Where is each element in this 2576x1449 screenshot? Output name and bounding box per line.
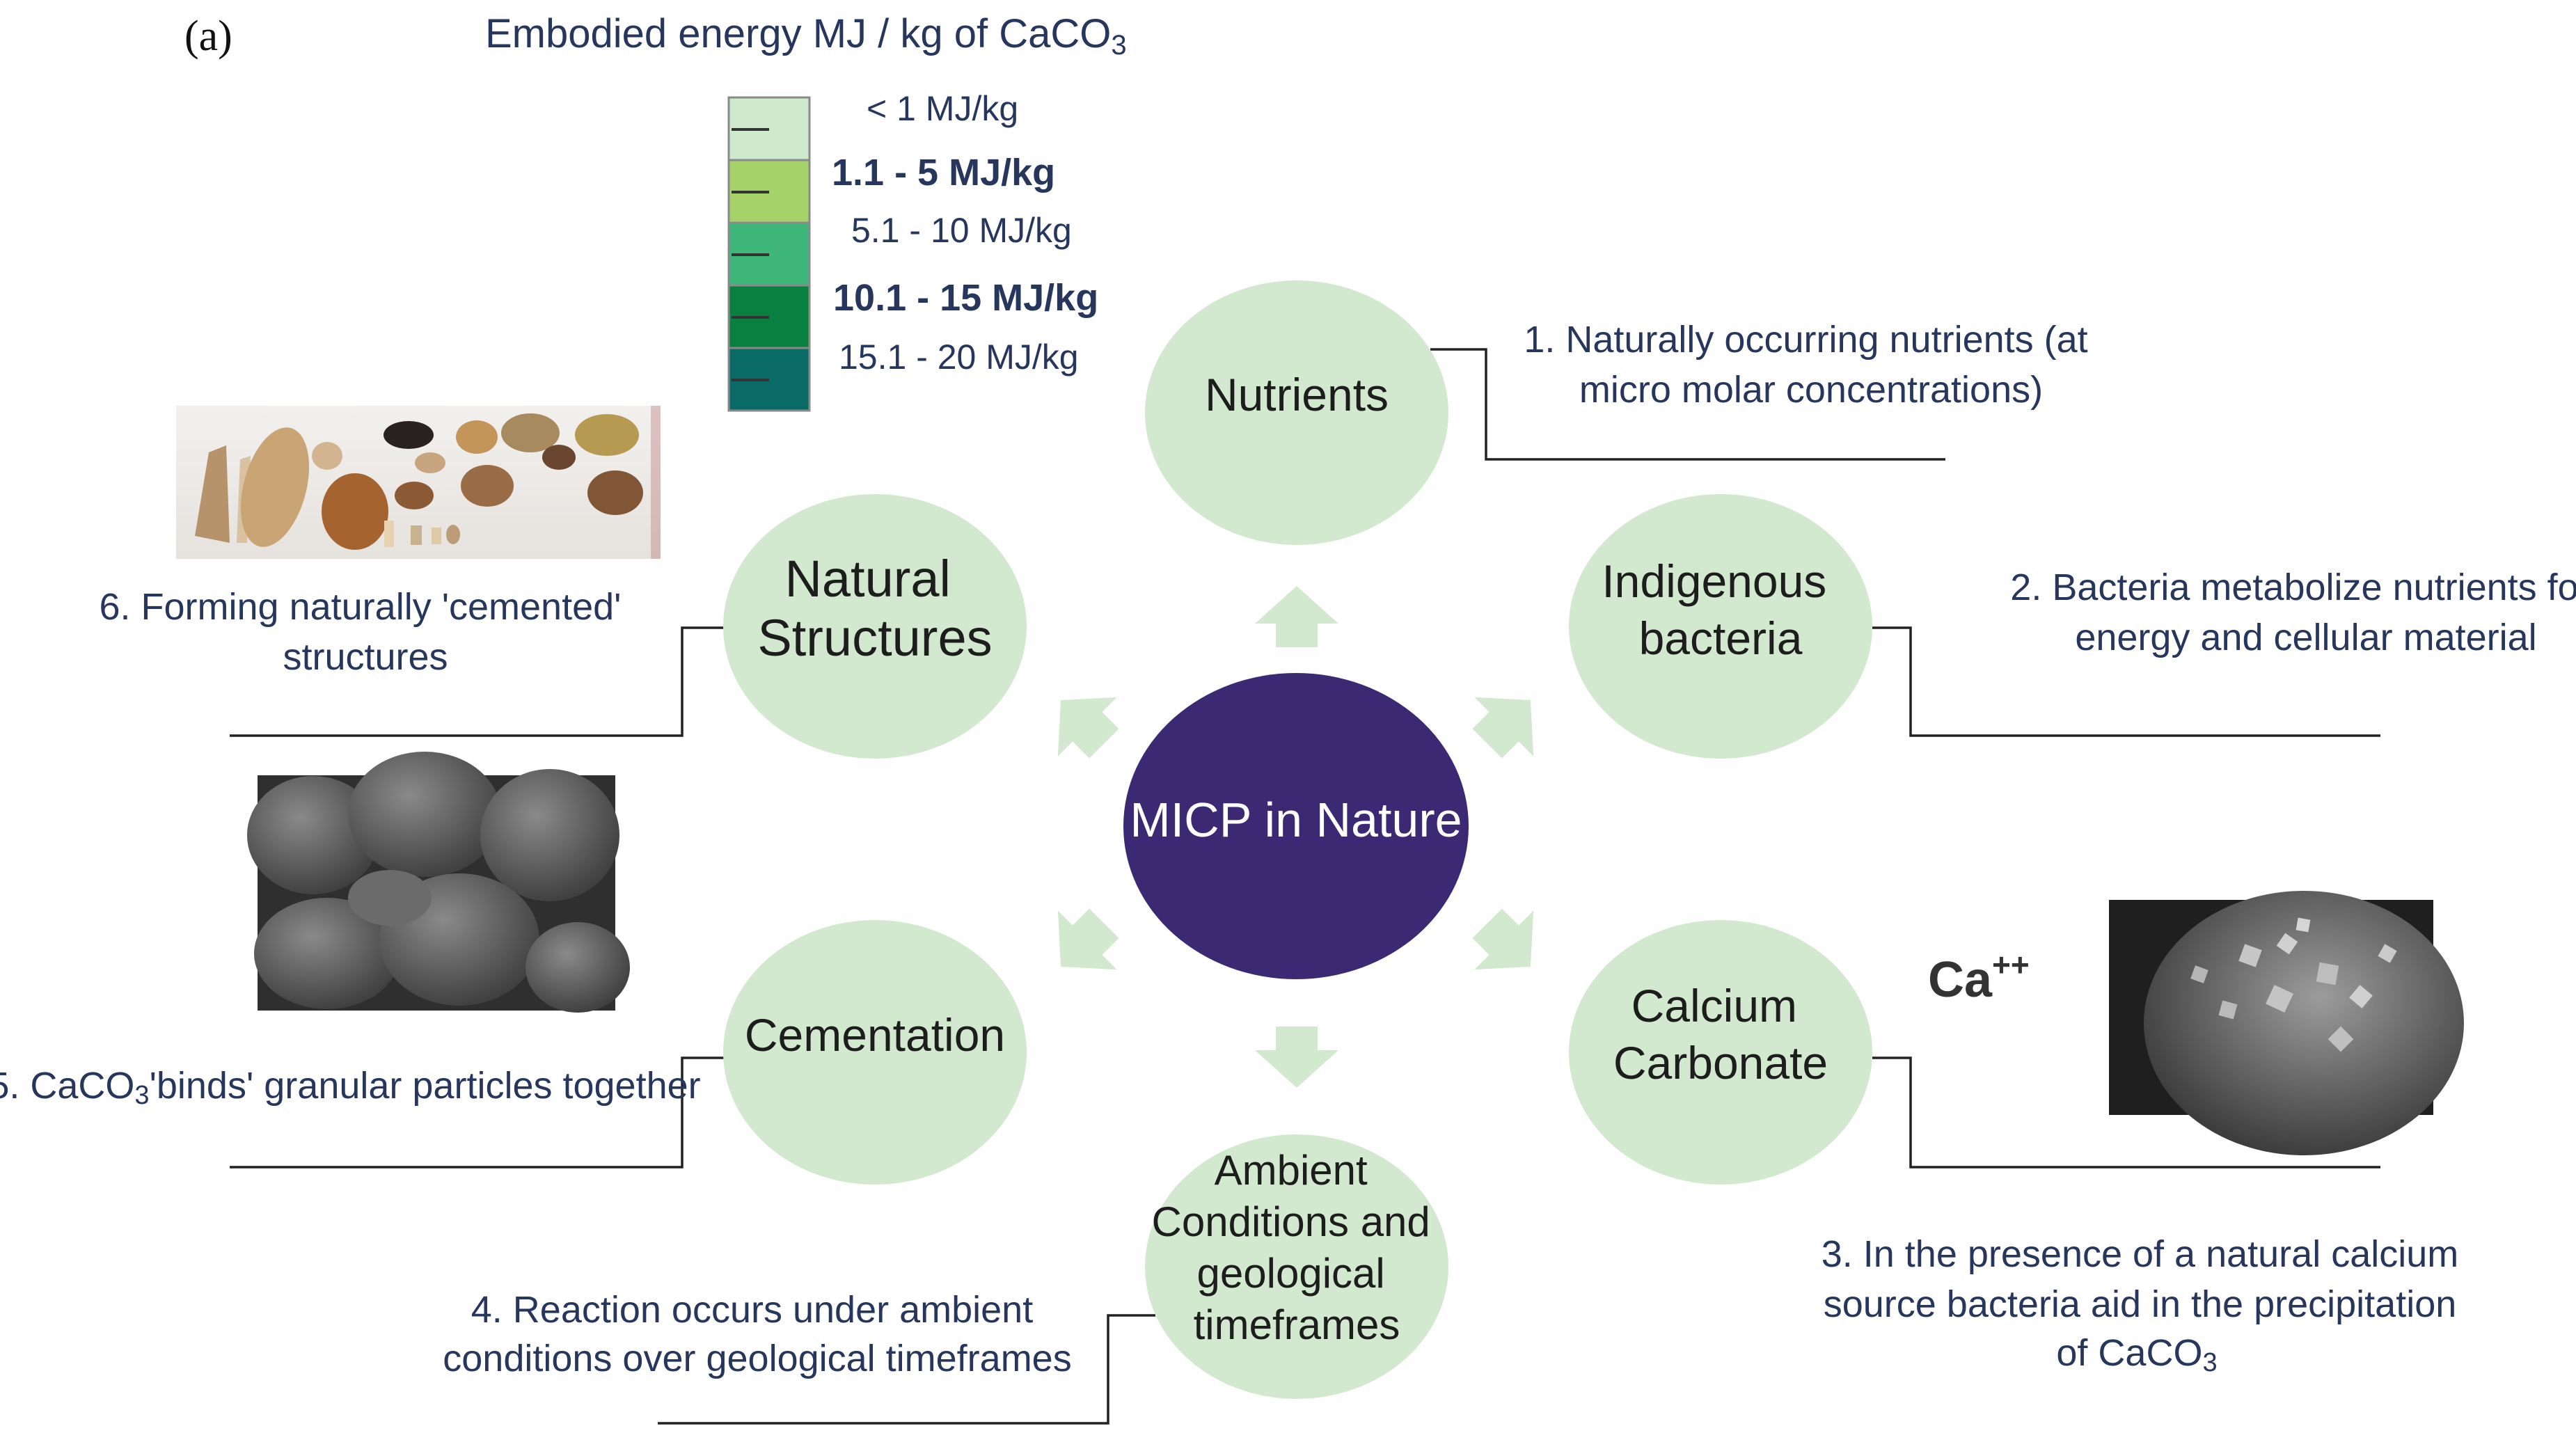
- legend-title: Embodied energy MJ / kg of CaCO3: [485, 11, 1127, 61]
- node-ambient-conditions: Ambient Conditions and geological timefr…: [1145, 1134, 1448, 1399]
- legend-label: 1.1 - 5 MJ/kg: [832, 152, 1055, 193]
- cementation-sem-photo: [247, 752, 630, 1013]
- node-label: Indigenous bacteria: [1602, 555, 1839, 664]
- legend-item: 15.1 - 20 MJ/kg: [727, 338, 1079, 412]
- legend-item: 5.1 - 10 MJ/kg: [727, 211, 1072, 287]
- node-natural-structures: Natural Structures: [723, 494, 1027, 759]
- node-label: Natural Structures: [757, 550, 992, 667]
- connector-ambient: [658, 1314, 1155, 1425]
- node-indigenous-bacteria: Indigenous bacteria: [1569, 494, 1872, 759]
- center-node: MICP in Nature: [1123, 673, 1469, 979]
- calcium-ion-label: Ca++: [1928, 947, 2030, 1008]
- node-ellipse: [1569, 920, 1872, 1185]
- arrow-up-right-icon: [1472, 697, 1534, 759]
- panel-label: (a): [184, 13, 232, 60]
- node-label: Ambient Conditions and geological timefr…: [1152, 1147, 1442, 1348]
- node-label: Calcium Carbonate: [1613, 980, 1828, 1088]
- arrow-down-right-icon: [1472, 908, 1534, 970]
- arrows: [1057, 586, 1534, 1088]
- connector-natural: [230, 626, 724, 737]
- node-ellipse: [1145, 1134, 1448, 1399]
- node-calcium-carbonate: Calcium Carbonate: [1569, 920, 1872, 1185]
- arrow-down-icon: [1255, 1027, 1338, 1088]
- connector-nutrients: [1430, 348, 1945, 461]
- node-ellipse: [723, 920, 1027, 1185]
- annotation-6: 6. Forming naturally 'cemented' structur…: [100, 586, 632, 678]
- arrow-up-left-icon: [1057, 697, 1119, 759]
- legend-label: 15.1 - 20 MJ/kg: [839, 338, 1079, 377]
- legend-item: 1.1 - 5 MJ/kg: [727, 152, 1055, 224]
- annotation-4: 4. Reaction occurs under ambient conditi…: [443, 1289, 1071, 1379]
- legend-label: < 1 MJ/kg: [867, 89, 1018, 128]
- node-ellipse: [1145, 280, 1448, 545]
- node-nutrients: Nutrients: [1145, 280, 1448, 545]
- node-cementation: Cementation: [723, 920, 1027, 1185]
- node-label: Nutrients: [1205, 369, 1389, 420]
- connector-bacteria: [1872, 626, 2380, 737]
- legend-label: 5.1 - 10 MJ/kg: [851, 211, 1072, 250]
- legend-item: 10.1 - 15 MJ/kg: [727, 277, 1098, 349]
- legend-label: 10.1 - 15 MJ/kg: [833, 277, 1098, 319]
- annotation-3: 3. In the presence of a natural calcium …: [1822, 1233, 2470, 1377]
- center-ellipse: [1123, 673, 1469, 979]
- natural-rocks-photo: [176, 406, 661, 559]
- node-ellipse: [1569, 494, 1872, 759]
- annotation-1: 1. Naturally occurring nutrients (at mic…: [1524, 319, 2098, 411]
- connector-carbonate: [1872, 1056, 2380, 1169]
- legend-item: < 1 MJ/kg: [727, 89, 1018, 161]
- node-ellipse: [723, 494, 1027, 759]
- arrow-down-left-icon: [1057, 908, 1119, 970]
- annotation-2: 2. Bacteria metabolize nutrients for ene…: [2010, 567, 2576, 658]
- connector-lines: [230, 348, 2380, 1425]
- center-label: MICP in Nature: [1130, 793, 1462, 847]
- node-label: Cementation: [745, 1009, 1005, 1061]
- calcium-carbonate-sem-photo: [2109, 891, 2464, 1155]
- connector-cementation: [230, 1056, 724, 1169]
- annotation-5: 5. CaCO3'binds' granular particles toget…: [0, 1065, 701, 1110]
- legend: < 1 MJ/kg 1.1 - 5 MJ/kg 5.1 - 10 MJ/kg 1…: [727, 89, 1098, 412]
- arrow-up-icon: [1255, 586, 1338, 647]
